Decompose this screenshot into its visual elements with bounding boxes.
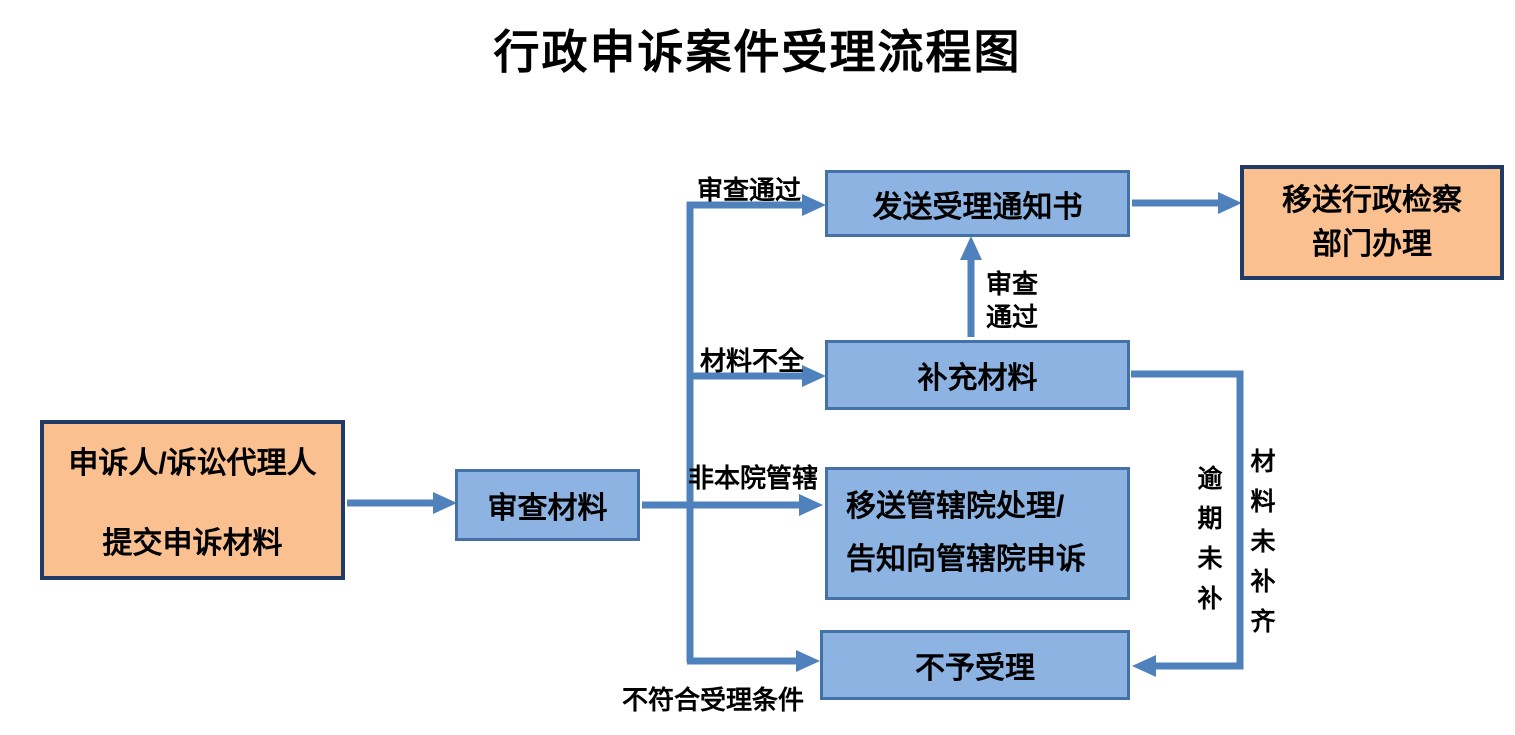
edge-label-materials-not-completed: 材料未补齐 [1247,448,1275,648]
edge-label-overdue-not-supplemented: 逾期未补 [1194,465,1222,625]
node-applicant-line2: 提交申诉材料 [102,527,283,560]
node-transfer-procuratorate: 移送行政检察 部门办理 [1240,165,1504,280]
node-reject-label: 不予受理 [915,652,1035,685]
edge-label-review-passed-mid: 审查 通过 [986,268,1038,333]
edge-label-review-passed-mid-line2: 通过 [986,301,1039,332]
node-reject: 不予受理 [820,630,1130,700]
edge-label-review-passed-top: 审查通过 [697,175,802,205]
node-supplement-materials: 补充材料 [825,340,1130,410]
node-send-notice-label: 发送受理通知书 [872,190,1083,224]
edge-label-not-this-court: 非本院管辖 [688,463,819,493]
node-applicant-line1: 申诉人/诉讼代理人 [68,447,317,480]
node-applicant: 申诉人/诉讼代理人 提交申诉材料 [40,420,345,580]
node-transfer-procuratorate-line1: 移送行政检察 [1282,184,1462,217]
edge-label-materials-incomplete: 材料不全 [700,346,805,376]
page-title: 行政申诉案件受理流程图 [493,26,1022,78]
node-send-notice: 发送受理通知书 [825,170,1130,237]
node-transfer-jurisdiction-line2: 告知向管辖院申诉 [846,542,1086,576]
node-review-materials-label: 审查材料 [487,492,608,525]
node-supplement-materials-label: 补充材料 [917,362,1038,395]
edge-label-not-meet-conditions: 不符合受理条件 [622,685,805,715]
node-transfer-procuratorate-line2: 部门办理 [1312,227,1432,261]
node-review-materials: 审查材料 [455,469,640,541]
node-transfer-jurisdiction: 移送管辖院处理/ 告知向管辖院申诉 [825,467,1130,600]
node-transfer-jurisdiction-line1: 移送管辖院处理/ [846,490,1065,523]
edge-label-review-passed-mid-line1: 审查 [986,269,1039,299]
